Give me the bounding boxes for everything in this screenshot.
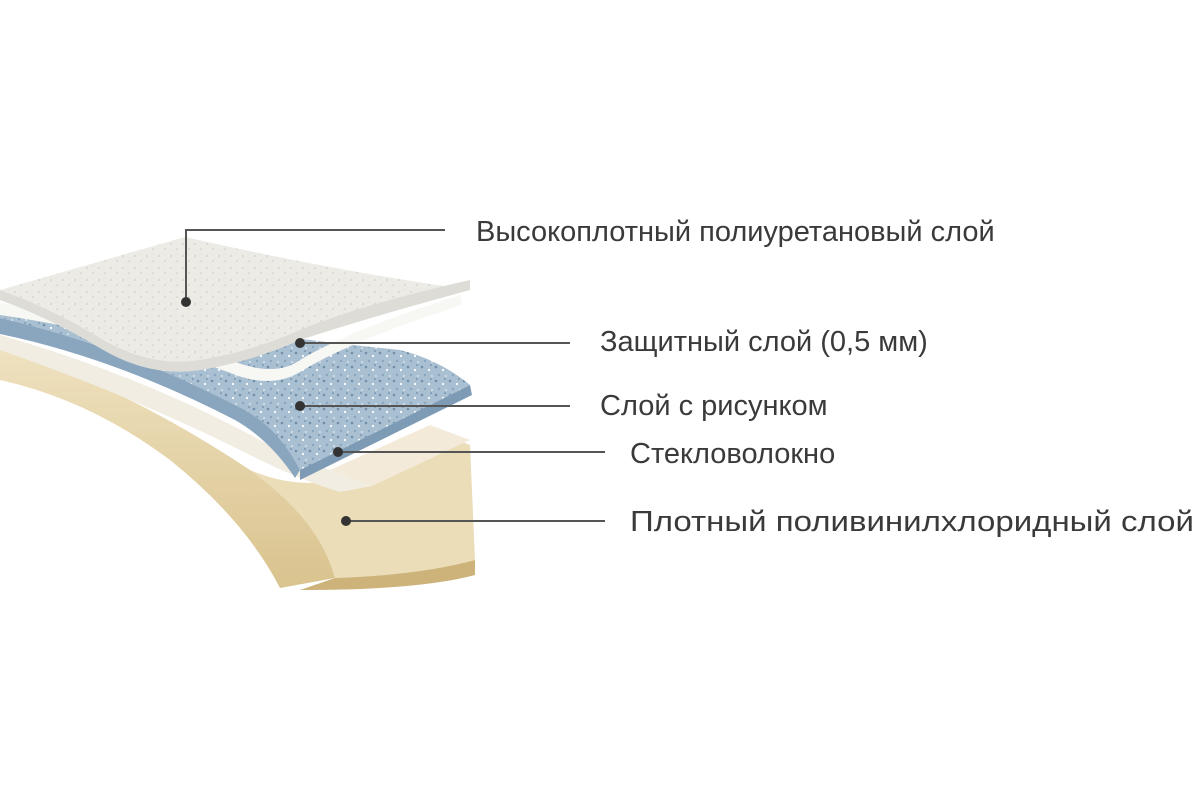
callout-line-polyurethane [185,229,445,302]
callout-pvc [341,516,605,526]
label-fiberglass: Стекловолокно [630,438,835,470]
callout-dot-fiberglass [333,447,343,457]
label-protective: Защитный слой (0,5 мм) [600,326,928,358]
callout-dot-pattern [295,401,305,411]
label-polyurethane: Высокоплотный полиуретановый слой [476,216,995,248]
polyurethane-layer-shape [0,237,470,372]
callout-dot-polyurethane [181,297,191,307]
pvc-layer-shape [0,345,475,590]
callout-fiberglass [333,447,605,457]
callout-protective [295,338,570,348]
callout-dot-protective [295,338,305,348]
callout-dot-pvc [341,516,351,526]
callout-polyurethane [181,229,445,307]
protective-layer-shape [0,295,462,381]
callout-pattern [295,401,570,411]
label-pvc: Плотный поливинилхлоридный слой [630,506,1194,538]
label-pattern: Слой с рисунком [600,390,828,422]
